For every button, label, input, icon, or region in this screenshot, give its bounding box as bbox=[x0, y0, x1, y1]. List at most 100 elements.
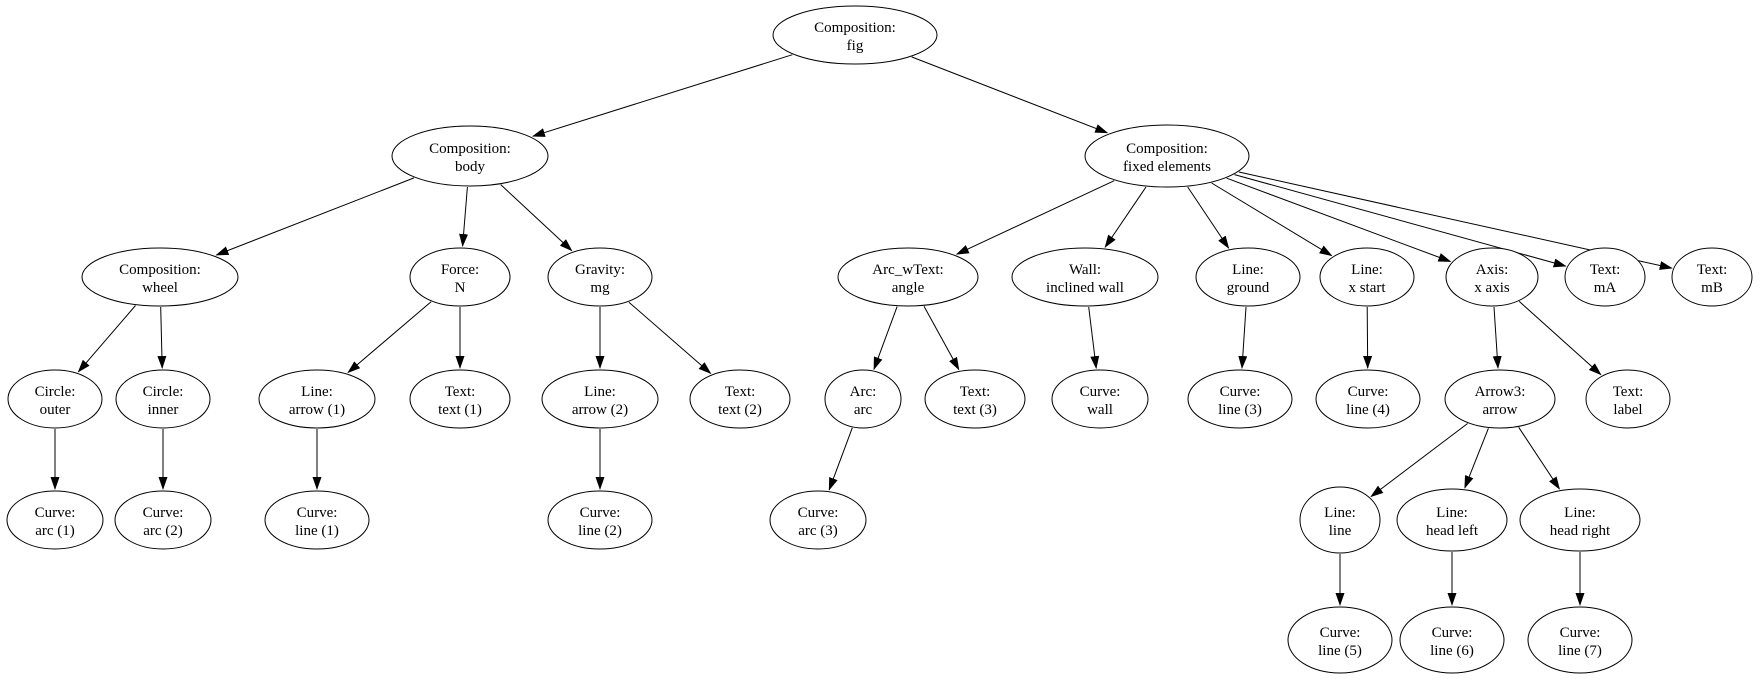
node-cline4: Curve:line (4) bbox=[1315, 369, 1421, 429]
node-arc-label-line2: arc bbox=[854, 402, 873, 418]
node-wheel-label-line1: Composition: bbox=[119, 262, 201, 278]
edge-fig-fixed bbox=[911, 56, 1109, 134]
node-cline1: Curve:line (1) bbox=[264, 490, 370, 550]
node-wheel: Composition: wheel bbox=[81, 247, 239, 307]
node-text2-ellipse bbox=[689, 369, 791, 429]
node-cline4-label-line1: Curve: bbox=[1348, 384, 1389, 400]
node-wheel-label-line2: wheel bbox=[142, 280, 178, 296]
edge-xstart-cline4 bbox=[1363, 306, 1373, 369]
edge-fixed-xaxis bbox=[1226, 177, 1452, 262]
edges-layer bbox=[50, 54, 1673, 606]
node-cline1-ellipse bbox=[264, 490, 370, 550]
node-mB: Text:mB bbox=[1671, 247, 1753, 307]
node-angle-label-line2: angle bbox=[892, 280, 925, 296]
node-text1: Text:text (1) bbox=[409, 369, 511, 429]
node-wall-label-line1: Wall: bbox=[1069, 262, 1101, 278]
node-force-ellipse bbox=[409, 247, 511, 307]
edge-arrow3-lline bbox=[1370, 423, 1468, 498]
node-text3-ellipse bbox=[924, 369, 1026, 429]
node-carc3-label-line1: Curve: bbox=[798, 505, 839, 521]
node-cline5-ellipse bbox=[1287, 606, 1393, 674]
node-body-ellipse bbox=[391, 125, 549, 187]
node-inner-label-line1: Circle: bbox=[143, 384, 184, 400]
node-ground-label-line1: Line: bbox=[1232, 262, 1264, 278]
node-cline3-ellipse bbox=[1187, 369, 1293, 429]
node-fig-ellipse bbox=[772, 5, 938, 65]
edge-wheel-inner bbox=[157, 306, 167, 369]
edge-fixed-wall bbox=[1104, 186, 1147, 248]
node-arrow2-label-line2: arrow (2) bbox=[572, 402, 628, 418]
node-gravity-ellipse bbox=[547, 247, 653, 307]
node-inner-ellipse bbox=[115, 369, 211, 429]
node-ground: Line: ground bbox=[1195, 247, 1301, 307]
node-text1-label-line2: text (1) bbox=[438, 402, 482, 418]
node-cline7-label-line1: Curve: bbox=[1560, 625, 1601, 641]
node-gravity-label-line2: mg bbox=[590, 280, 610, 296]
node-angle-label-line1: Arc_wText: bbox=[872, 262, 943, 278]
node-text2-label-line1: Text: bbox=[725, 384, 756, 400]
node-xaxis-label-line1: Axis: bbox=[1476, 262, 1509, 278]
node-cline5-label-line1: Curve: bbox=[1320, 625, 1361, 641]
node-carc2: Curve:arc (2) bbox=[114, 490, 212, 550]
node-inner: Circle:inner bbox=[115, 369, 211, 429]
node-fixed-label-line2: fixed elements bbox=[1123, 159, 1211, 175]
edge-fixed-angle bbox=[955, 180, 1115, 255]
edge-xaxis-label bbox=[1518, 301, 1602, 376]
node-arrow3-ellipse bbox=[1444, 369, 1556, 429]
node-carc1-label-line1: Curve: bbox=[35, 505, 76, 521]
node-arrow2: Line:arrow (2) bbox=[541, 369, 659, 429]
node-cline7-ellipse bbox=[1527, 606, 1633, 674]
node-cline1-label-line1: Curve: bbox=[297, 505, 338, 521]
node-text2: Text:text (2) bbox=[689, 369, 791, 429]
node-cwall: Curve:wall bbox=[1051, 369, 1149, 429]
node-carc1: Curve: arc (1) bbox=[6, 490, 104, 550]
node-force-label-line2: N bbox=[455, 280, 466, 296]
node-wall: Wall:inclined wall bbox=[1011, 247, 1159, 307]
node-lline: Line: line bbox=[1299, 486, 1381, 554]
node-text3: Text:text (3) bbox=[924, 369, 1026, 429]
node-headright-label-line1: Line: bbox=[1564, 505, 1596, 521]
node-arrow1-label-line1: Line: bbox=[301, 384, 333, 400]
node-cline6-label-line2: line (6) bbox=[1430, 643, 1474, 659]
edge-fixed-ground bbox=[1187, 186, 1230, 249]
node-fixed-ellipse bbox=[1084, 124, 1250, 188]
node-mA-label-line1: Text: bbox=[1590, 262, 1621, 278]
node-gravity: Gravity: mg bbox=[547, 247, 653, 307]
node-xaxis-label-line2: x axis bbox=[1474, 280, 1510, 296]
node-cline6: Curve: line (6) bbox=[1399, 606, 1505, 674]
node-lline-ellipse bbox=[1299, 486, 1381, 554]
node-text3-label-line2: text (3) bbox=[953, 402, 997, 418]
node-force: Force:N bbox=[409, 247, 511, 307]
edge-body-gravity bbox=[500, 184, 573, 252]
edge-xaxis-arrow3 bbox=[1492, 306, 1502, 369]
node-headleft-ellipse bbox=[1396, 488, 1508, 552]
node-body-label-line1: Composition: bbox=[429, 141, 511, 157]
node-carc3-label-line2: arc (3) bbox=[798, 523, 838, 539]
node-arc: Arc: arc bbox=[824, 369, 902, 429]
node-arc-label-line1: Arc: bbox=[850, 384, 877, 400]
node-mB-ellipse bbox=[1671, 247, 1753, 307]
node-fig-label-line1: Composition: bbox=[814, 20, 896, 36]
node-xstart: Line:x start bbox=[1319, 247, 1415, 307]
node-outer-label-line1: Circle: bbox=[35, 384, 76, 400]
node-arrow1-ellipse bbox=[258, 369, 376, 429]
node-wall-ellipse bbox=[1011, 247, 1159, 307]
node-ground-label-line2: ground bbox=[1227, 280, 1270, 296]
edge-gravity-text2 bbox=[628, 301, 712, 375]
edge-angle-arc bbox=[873, 306, 898, 371]
node-headleft-label-line1: Line: bbox=[1436, 505, 1468, 521]
node-cline6-label-line1: Curve: bbox=[1432, 625, 1473, 641]
node-carc1-label-line2: arc (1) bbox=[35, 523, 75, 539]
node-lline-label-line2: line bbox=[1329, 523, 1352, 539]
node-lline-label-line1: Line: bbox=[1324, 505, 1356, 521]
node-xaxis-ellipse bbox=[1445, 247, 1539, 307]
node-cline2: Curve:line (2) bbox=[547, 490, 653, 550]
node-mA-ellipse bbox=[1564, 247, 1646, 307]
edge-wall-cwall bbox=[1088, 306, 1100, 370]
node-gravity-label-line1: Gravity: bbox=[575, 262, 625, 278]
node-xstart-ellipse bbox=[1319, 247, 1415, 307]
edge-fixed-xstart bbox=[1211, 182, 1333, 257]
node-outer-label-line2: outer bbox=[40, 402, 71, 418]
edge-arrow3-headright bbox=[1518, 427, 1560, 490]
node-label-label-line2: label bbox=[1613, 402, 1642, 418]
